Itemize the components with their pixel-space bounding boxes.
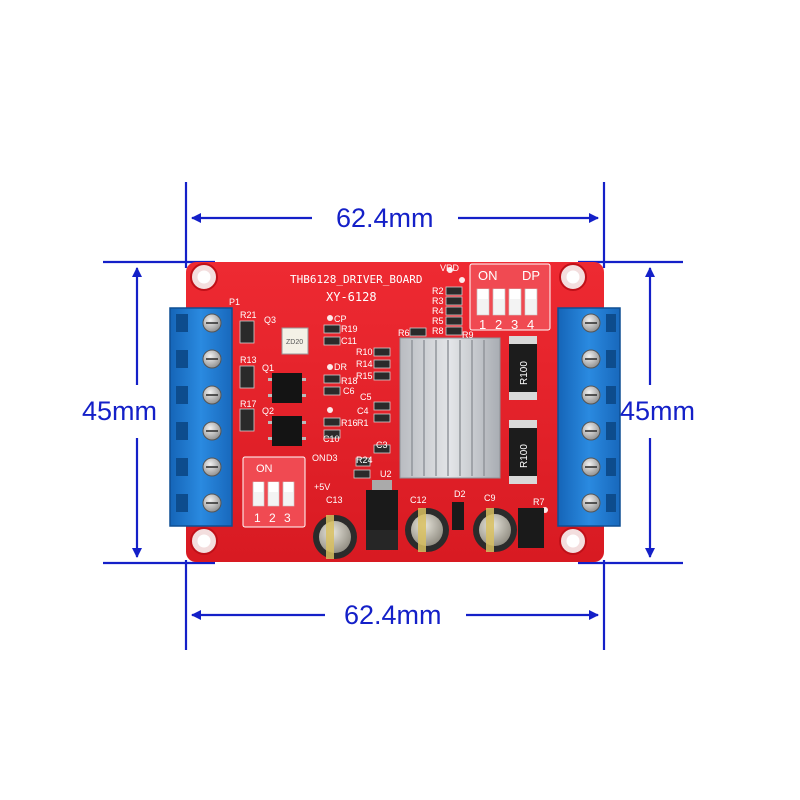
label-on: ON — [312, 453, 326, 463]
width-dimension-bottom: 62.4mm — [344, 600, 442, 630]
label-r9: R9 — [462, 330, 474, 340]
label-c13: C13 — [326, 495, 343, 505]
label-r17: R17 — [240, 399, 257, 409]
board-title: THB6128_DRIVER_BOARD — [290, 273, 422, 286]
dip-large-num-2: 2 — [495, 317, 502, 332]
width-dimension-top: 62.4mm — [336, 203, 434, 233]
terminal-block-left — [169, 307, 233, 527]
label-q3: Q3 — [264, 315, 276, 325]
label-c4: C4 — [357, 406, 369, 416]
label-c9: C9 — [484, 493, 496, 503]
label-r6: R6 — [398, 328, 410, 338]
label-r21: R21 — [240, 310, 257, 320]
dip-large-num-4: 4 — [527, 317, 534, 332]
heatsink — [399, 337, 501, 479]
label-cp: CP — [334, 314, 347, 324]
dip-switch-small: ON 1 2 3 — [242, 456, 306, 528]
header-label: P1 — [229, 297, 240, 307]
label-r7: R7 — [533, 497, 545, 507]
dip-large-brand-label: DP — [522, 268, 540, 283]
label-u2: U2 — [380, 469, 392, 479]
optocoupler-mark: ZD20 — [286, 339, 303, 346]
terminal-block-right — [557, 307, 621, 527]
label-c11: C11 — [341, 336, 357, 346]
label-c5: C5 — [360, 392, 372, 402]
label-r3: R3 — [432, 296, 444, 306]
height-dimension-right: 45mm — [620, 396, 696, 426]
diode-d2 — [452, 502, 464, 530]
component-labels: R21 Q3 R19 C11 CP DR R13 Q1 Q2 R17 R18 C… — [240, 286, 545, 507]
height-dimension-left: 45mm — [82, 396, 158, 426]
label-c10: C10 — [323, 434, 340, 444]
label-r16: R16 — [341, 418, 358, 428]
label-r24: R24 — [356, 455, 373, 465]
dip-large-on-label: ON — [478, 268, 498, 283]
dip-large-num-3: 3 — [511, 317, 518, 332]
label-r14: R14 — [356, 359, 373, 369]
dip-small-num-2: 2 — [269, 511, 276, 525]
label-c3: C3 — [376, 440, 388, 450]
optocoupler-chips: ZD20 — [268, 327, 309, 446]
label-r18: R18 — [341, 376, 358, 386]
label-r15: R15 — [356, 371, 373, 381]
label-r2: R2 — [432, 286, 444, 296]
label-r4: R4 — [432, 306, 444, 316]
sense-resistors: R100 R100 — [509, 336, 537, 484]
label-c12: C12 — [410, 495, 427, 505]
mounting-holes — [190, 263, 587, 555]
label-dr: DR — [334, 362, 347, 372]
label-q2: Q2 — [262, 406, 274, 416]
label-q1: Q1 — [262, 363, 274, 373]
voltage-regulator — [366, 480, 398, 550]
sense-resistor-mark-2: R100 — [519, 444, 530, 468]
label-r10: R10 — [356, 347, 373, 357]
sense-resistor-mark-1: R100 — [519, 361, 530, 385]
vias — [327, 267, 548, 513]
dip-switch-large: ON DP 1 2 3 4 — [469, 263, 551, 332]
label-d2: D2 — [454, 489, 466, 499]
label-5v: +5V — [314, 482, 330, 492]
label-r19: R19 — [341, 324, 358, 334]
label-d3: D3 — [326, 453, 338, 463]
dip-small-num-1: 1 — [254, 511, 261, 525]
dip-small-on-label: ON — [256, 463, 273, 475]
dip-small-num-3: 3 — [284, 511, 291, 525]
label-c6: C6 — [343, 386, 355, 396]
label-r13: R13 — [240, 355, 257, 365]
electrolytic-capacitors — [313, 508, 517, 559]
dip-large-num-1: 1 — [479, 317, 486, 332]
label-r8: R8 — [432, 326, 444, 336]
label-r1: R1 — [357, 418, 369, 428]
smd-components — [239, 286, 463, 479]
board-model: XY-6128 — [326, 290, 377, 304]
label-r5: R5 — [432, 316, 444, 326]
sot-transistor — [518, 508, 544, 548]
